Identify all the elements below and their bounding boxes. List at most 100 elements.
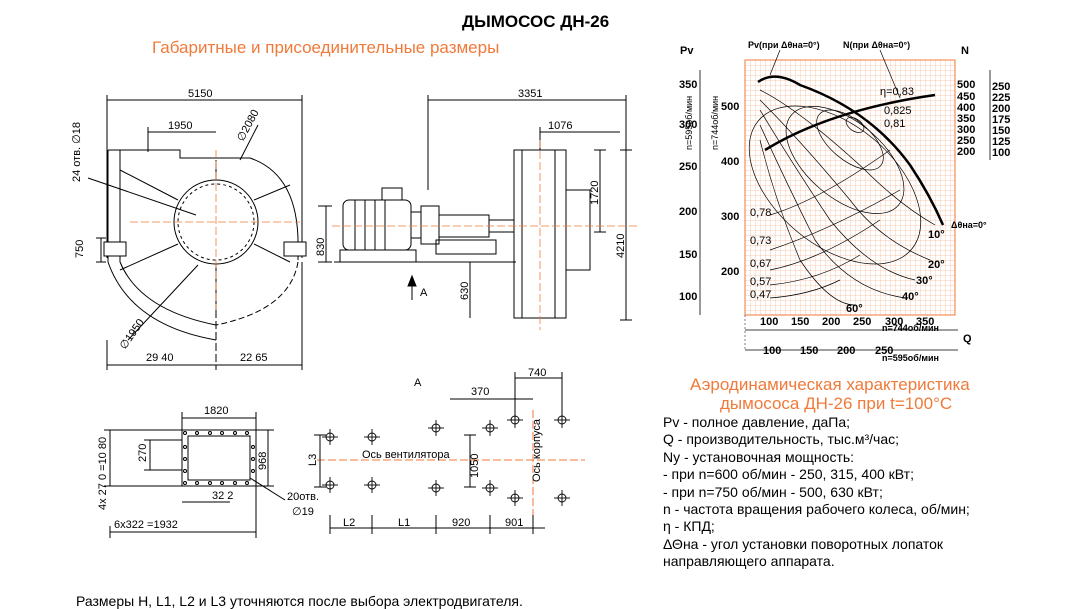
efficiency-label: 0,47 bbox=[750, 289, 771, 301]
dim-901: 901 bbox=[505, 517, 523, 529]
dim-2265: 22 65 bbox=[240, 352, 268, 364]
foundation-view bbox=[314, 372, 585, 534]
dim-l3: L3 bbox=[307, 454, 319, 466]
n-tick-label: 400 bbox=[957, 102, 975, 114]
aero-title-line2: дымососа ДН-26 при t=100°C bbox=[720, 394, 953, 413]
n-tick-label: 500 bbox=[957, 79, 975, 91]
dim-920: 920 bbox=[452, 517, 470, 529]
n-tick-label: 300 bbox=[957, 124, 975, 136]
legend-line: n - частота вращения рабочего колеса, об… bbox=[663, 501, 970, 518]
legend-line: Ny - установочная мощность: bbox=[663, 448, 855, 465]
dim-holes: 24 отв. ∅18 bbox=[71, 122, 83, 182]
dim-1950: 1950 bbox=[168, 120, 192, 132]
pv-tick-label: 150 bbox=[679, 249, 697, 261]
legend-line: ΔΘна - угол установки поворотных лопаток bbox=[663, 535, 944, 552]
dim-1720: 1720 bbox=[589, 181, 601, 205]
n-tick-label: 225 bbox=[992, 92, 1010, 104]
pv-tick-label: 300 bbox=[721, 211, 739, 223]
axis-housing-label: Ось корпуса bbox=[531, 418, 543, 482]
q-tick-label: 100 bbox=[763, 345, 781, 357]
dim-d1950: ∅1950 bbox=[118, 317, 147, 352]
efficiency-label: 0,81 bbox=[884, 118, 905, 130]
dim-20holes: 20отв. bbox=[287, 491, 319, 503]
footnote: Размеры H, L1, L2 и L3 уточняются после … bbox=[76, 593, 523, 609]
pv-tick-label: 400 bbox=[721, 156, 739, 168]
pv-tick-label: 200 bbox=[679, 206, 697, 218]
q-tick-label: 150 bbox=[800, 345, 818, 357]
q-744-label: n=744об/мин bbox=[882, 323, 939, 333]
q-tick-label: 250 bbox=[875, 345, 893, 357]
legend-line: Q - производительность, тыс.м³/час; bbox=[663, 431, 900, 448]
pv-tick-label: 350 bbox=[679, 79, 697, 91]
dim-5150: 5150 bbox=[188, 88, 212, 100]
legend-line: - при n=600 об/мин - 250, 315, 400 кВт; bbox=[663, 466, 914, 483]
side-view bbox=[318, 95, 632, 321]
q-tick-label: 300 bbox=[885, 316, 903, 328]
efficiency-label: 0,78 bbox=[750, 207, 771, 219]
q-tick-label: 200 bbox=[837, 345, 855, 357]
efficiency-label: 0,73 bbox=[750, 235, 771, 247]
angle-label: 40° bbox=[902, 291, 919, 303]
n-tick-label: 125 bbox=[992, 136, 1010, 148]
n744-axis-label: n=744об/мин bbox=[710, 96, 720, 150]
dim-2940: 29 40 bbox=[146, 352, 174, 364]
n-tick-label: 450 bbox=[957, 91, 975, 103]
flange-view bbox=[104, 412, 286, 538]
n-axis-label: N bbox=[961, 45, 969, 57]
n-tick-label: 250 bbox=[957, 135, 975, 147]
q-ticks-744: 100 150 200 250 300 350 bbox=[760, 316, 934, 328]
n-tick-label: 175 bbox=[992, 114, 1010, 126]
n-tick-label: 200 bbox=[957, 146, 975, 158]
aero-title-line1: Аэродинамическая характеристика bbox=[690, 375, 970, 394]
dim-370: 370 bbox=[471, 386, 489, 398]
efficiency-label: 0,825 bbox=[884, 105, 912, 117]
dim-750: 750 bbox=[74, 240, 86, 258]
arrow-a-label: A bbox=[420, 287, 428, 299]
dim-740: 740 bbox=[528, 367, 546, 379]
efficiency-label: η=0,83 bbox=[880, 86, 914, 98]
dim-4210: 4210 bbox=[615, 234, 627, 258]
pv-tick-label: 250 bbox=[679, 161, 697, 173]
dim-1050: 1050 bbox=[469, 454, 481, 478]
q-tick-label: 350 bbox=[916, 316, 934, 328]
q-ticks-595: 100 150 200 250 bbox=[763, 345, 893, 357]
pv-curve-label: Pv(при Δθна=0°) bbox=[748, 40, 820, 50]
pv-tick-label: 200 bbox=[721, 266, 739, 278]
dim-322: 32 2 bbox=[212, 490, 233, 502]
q-tick-label: 150 bbox=[791, 316, 809, 328]
legend-line: направляющего аппарата. bbox=[663, 553, 835, 570]
legend-line: - при n=750 об/мин - 500, 630 кВт; bbox=[663, 483, 883, 500]
q-tick-label: 250 bbox=[853, 316, 871, 328]
axis-fan-label: Ось вентилятора bbox=[362, 449, 450, 461]
view-a-label: A bbox=[414, 377, 422, 389]
q-tick-label: 200 bbox=[822, 316, 840, 328]
dim-4x270: 4x 27 0 =10 80 bbox=[97, 437, 109, 510]
q-595-label: n=595об/мин bbox=[882, 353, 939, 363]
angle-label: 10° bbox=[928, 229, 945, 241]
legend-line: Pv - полное давление, даПа; bbox=[663, 414, 851, 430]
n-tick-label: 200 bbox=[992, 103, 1010, 115]
front-view bbox=[87, 95, 307, 370]
angle-labels: 10°20°30°40°60° bbox=[846, 229, 945, 315]
dim-1820: 1820 bbox=[204, 405, 228, 417]
aero-chart bbox=[699, 49, 991, 351]
n-tick-label: 350 bbox=[957, 113, 975, 125]
dim-1076: 1076 bbox=[548, 120, 572, 132]
n-tick-label: 100 bbox=[992, 147, 1010, 159]
n-curve-label: N(при Δθна=0°) bbox=[843, 40, 910, 50]
efficiency-label: 0,57 bbox=[750, 276, 771, 288]
dim-3351: 3351 bbox=[518, 88, 542, 100]
n595-axis-label: n=595об/мин bbox=[684, 96, 694, 150]
n-tick-label: 150 bbox=[992, 125, 1010, 137]
dim-l2: L2 bbox=[343, 517, 355, 529]
q-tick-label: 100 bbox=[760, 316, 778, 328]
dim-630: 630 bbox=[459, 282, 471, 300]
efficiency-label: 0,67 bbox=[750, 258, 771, 270]
dim-d19: ∅19 bbox=[292, 506, 314, 518]
dtheta0-label: Δθна=0° bbox=[951, 220, 987, 230]
dim-l1: L1 bbox=[398, 517, 410, 529]
